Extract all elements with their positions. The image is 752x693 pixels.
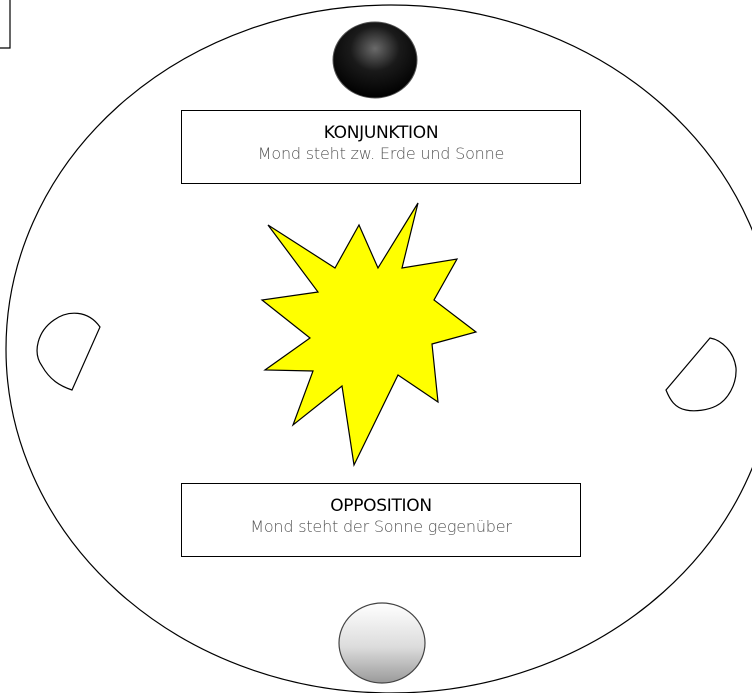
new-moon bbox=[333, 22, 417, 98]
opposition-label-box: OPPOSITION Mond steht der Sonne gegenübe… bbox=[181, 483, 581, 557]
conjunction-title: KONJUNKTION bbox=[182, 123, 580, 144]
conjunction-label-box: KONJUNKTION Mond steht zw. Erde und Sonn… bbox=[181, 110, 581, 184]
opposition-title: OPPOSITION bbox=[182, 496, 580, 517]
full-moon bbox=[339, 603, 425, 683]
sun-star bbox=[262, 203, 476, 465]
opposition-description: Mond steht der Sonne gegenüber bbox=[182, 517, 580, 537]
half-moon-right bbox=[666, 338, 736, 411]
conjunction-description: Mond steht zw. Erde und Sonne bbox=[182, 144, 580, 164]
half-moon-left bbox=[37, 313, 100, 390]
frame-corner bbox=[0, 0, 10, 48]
